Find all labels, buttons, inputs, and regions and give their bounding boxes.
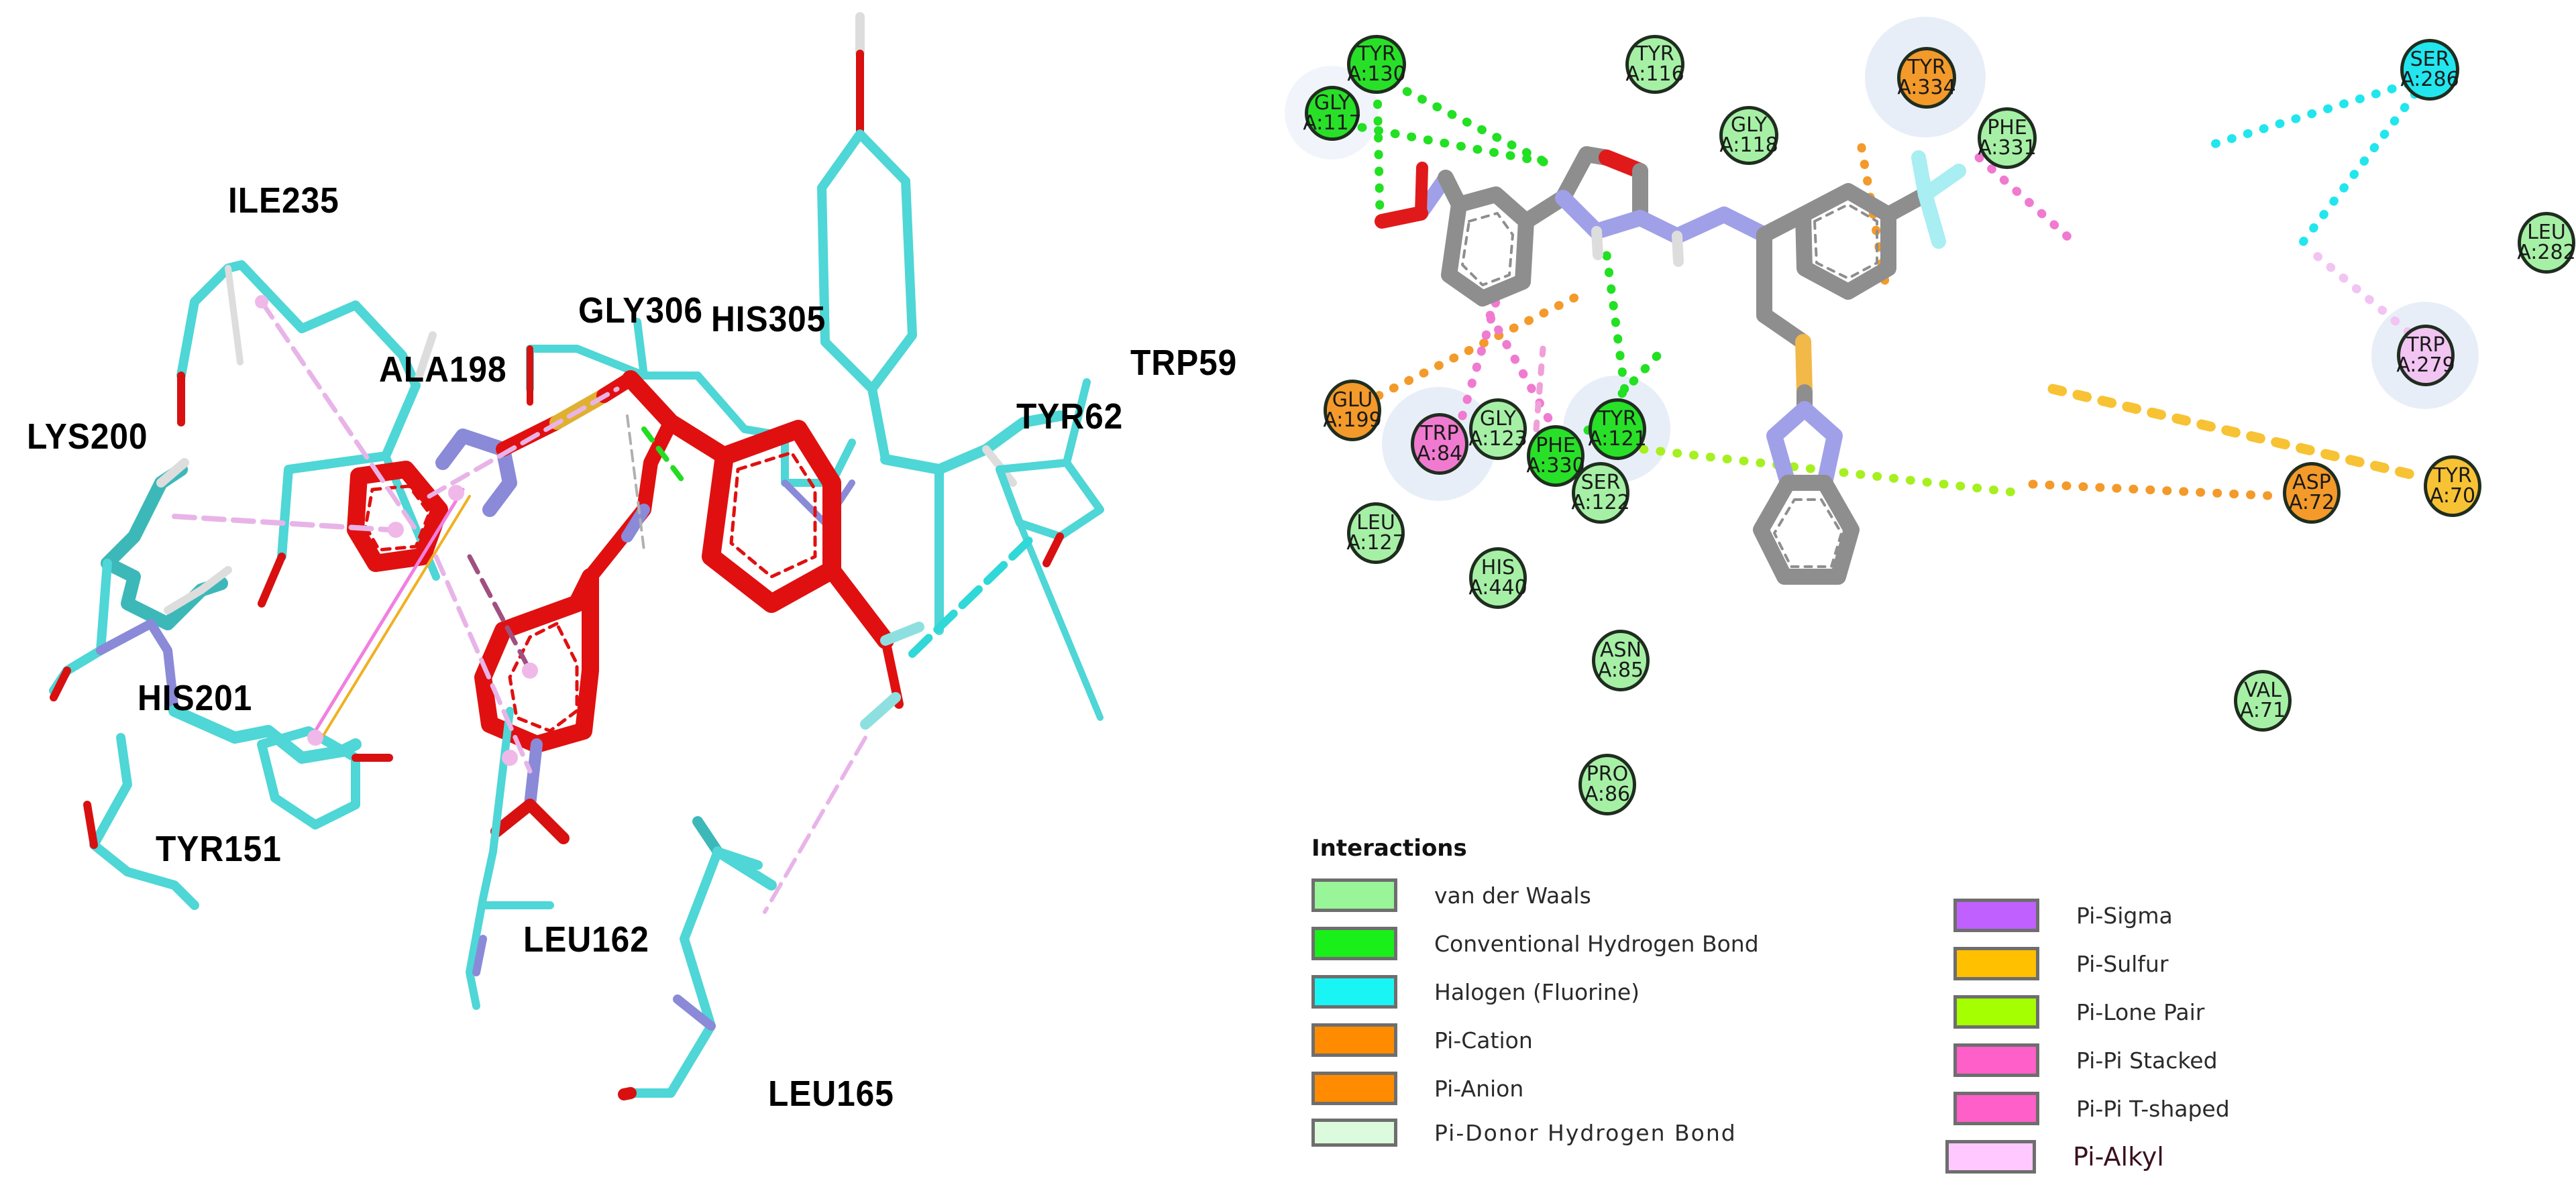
legend-title: Interactions <box>1311 835 1467 862</box>
legend-swatch <box>1311 1119 1397 1147</box>
residue-label-his201: HIS201 <box>138 678 253 718</box>
legend-item-pi-sigma: Pi-Sigma <box>1953 899 2173 932</box>
legend-item-pi-alkyl: Pi-Alkyl <box>1945 1140 2164 1174</box>
legend-swatch <box>1953 1043 2039 1077</box>
legend-swatch <box>1311 878 1397 912</box>
legend-item-pi-pi-stacked: Pi-Pi Stacked <box>1953 1043 2218 1077</box>
residue-label-his305: HIS305 <box>711 299 826 339</box>
binding-pose-3d-structure <box>49 12 1104 1100</box>
legend-item-pi-anion: Pi-Anion <box>1311 1072 1523 1105</box>
legend-item-pi-lone-pair: Pi-Lone Pair <box>1953 995 2204 1029</box>
legend-item-pi-pi-t-shaped: Pi-Pi T-shaped <box>1953 1092 2230 1125</box>
legend-swatch <box>1311 975 1397 1009</box>
legend-swatch <box>1953 899 2039 932</box>
legend-swatch <box>1953 1092 2039 1125</box>
legend-swatch <box>1953 995 2039 1029</box>
legend-item-pi-donor-hydrogen-bond: Pi-Donor Hydrogen Bond <box>1311 1119 1737 1147</box>
legend-swatch <box>1945 1140 2036 1174</box>
legend-item-halogen-fluorine: Halogen (Fluorine) <box>1311 975 1640 1009</box>
residue-label-trp59: TRP59 <box>1130 343 1238 383</box>
legend-item-conventional-hydrogen-bond: Conventional Hydrogen Bond <box>1311 927 1759 960</box>
residue-label-tyr62: TYR62 <box>1016 396 1124 437</box>
legend-swatch <box>1311 927 1397 960</box>
residue-label-tyr151: TYR151 <box>156 829 282 869</box>
residue-label-ala198: ALA198 <box>379 349 507 390</box>
residue-label-lys200: LYS200 <box>27 416 148 457</box>
residue-label-leu162: LEU162 <box>523 919 649 960</box>
legend-swatch <box>1953 947 2039 980</box>
binding-pose-3d-panel: ILE235 ALA198 GLY306 HIS305 TRP59 TYR62 … <box>0 0 1275 1197</box>
residue-label-leu165: LEU165 <box>768 1074 894 1114</box>
interactions-legend: Interactions van der Waals Conventional … <box>1311 828 2452 1190</box>
legend-item-pi-sulfur: Pi-Sulfur <box>1953 947 2168 980</box>
legend-item-van-der-waals: van der Waals <box>1311 878 1591 912</box>
residue-label-ile235: ILE235 <box>228 180 339 221</box>
legend-item-pi-cation: Pi-Cation <box>1311 1023 1533 1057</box>
residue-label-gly306: GLY306 <box>578 290 703 331</box>
legend-swatch <box>1311 1072 1397 1105</box>
legend-swatch <box>1311 1023 1397 1057</box>
